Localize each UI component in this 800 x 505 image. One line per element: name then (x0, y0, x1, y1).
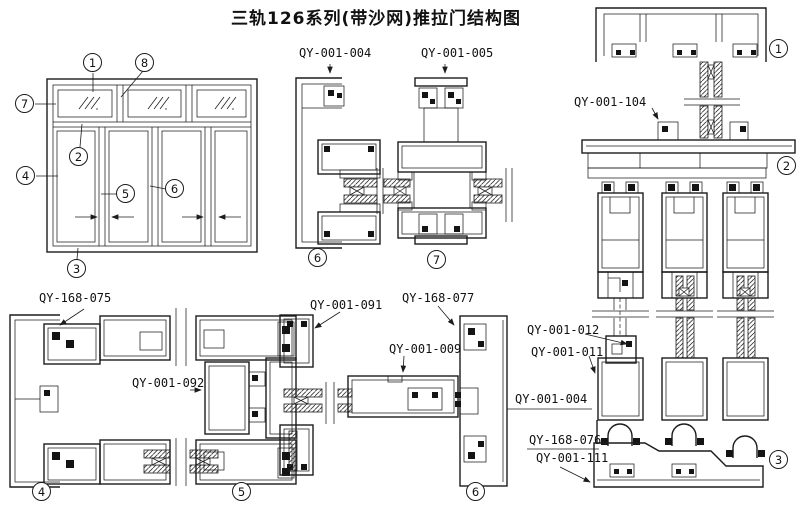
callout-section-6-bottom: 6 (466, 482, 485, 501)
label-qy-001-009: QY-001-009 (389, 342, 462, 356)
section-qy-001-005 (397, 64, 513, 245)
label-qy-001-011: QY-001-011 (531, 345, 604, 359)
callout-section-1: 1 (769, 39, 788, 58)
label-qy-001-111: QY-001-111 (536, 451, 609, 465)
label-qy-001-005: QY-001-005 (421, 46, 494, 60)
callout-elevation-8: 8 (135, 53, 154, 72)
callout-elevation-5: 5 (116, 184, 135, 203)
label-qy-001-091: QY-001-091 (310, 298, 383, 312)
horizontal-section-bottom-middle (279, 305, 508, 487)
callout-elevation-7: 7 (15, 94, 34, 113)
callout-section-5: 5 (232, 482, 251, 501)
callout-elevation-3: 3 (67, 259, 86, 278)
label-qy-168-075: QY-168-075 (39, 291, 112, 305)
label-qy-168-077: QY-168-077 (402, 291, 475, 305)
callout-section-7: 7 (427, 250, 446, 269)
label-qy-168-076: QY-168-076 (529, 433, 602, 447)
vertical-section-right (507, 7, 796, 488)
horizontal-section-bottom-left (9, 308, 297, 488)
section-qy-001-004 (295, 64, 411, 249)
callout-elevation-6: 6 (165, 179, 184, 198)
callout-elevation-1: 1 (83, 53, 102, 72)
callout-section-3: 3 (769, 450, 788, 469)
callout-elevation-2: 2 (69, 147, 88, 166)
elevation-view (35, 70, 258, 260)
label-qy-001-104: QY-001-104 (574, 95, 647, 109)
label-qy-001-012: QY-001-012 (527, 323, 600, 337)
drawing-title: 三轨126系列(带沙网)推拉门结构图 (231, 9, 522, 29)
callout-section-6-mid: 6 (308, 248, 327, 267)
label-qy-001-092: QY-001-092 (132, 376, 205, 390)
callout-elevation-4: 4 (16, 166, 35, 185)
label-qy-001-004-right: QY-001-004 (515, 392, 588, 406)
label-qy-001-004-top: QY-001-004 (299, 46, 372, 60)
callout-section-4: 4 (32, 482, 51, 501)
callout-section-2: 2 (777, 156, 796, 175)
